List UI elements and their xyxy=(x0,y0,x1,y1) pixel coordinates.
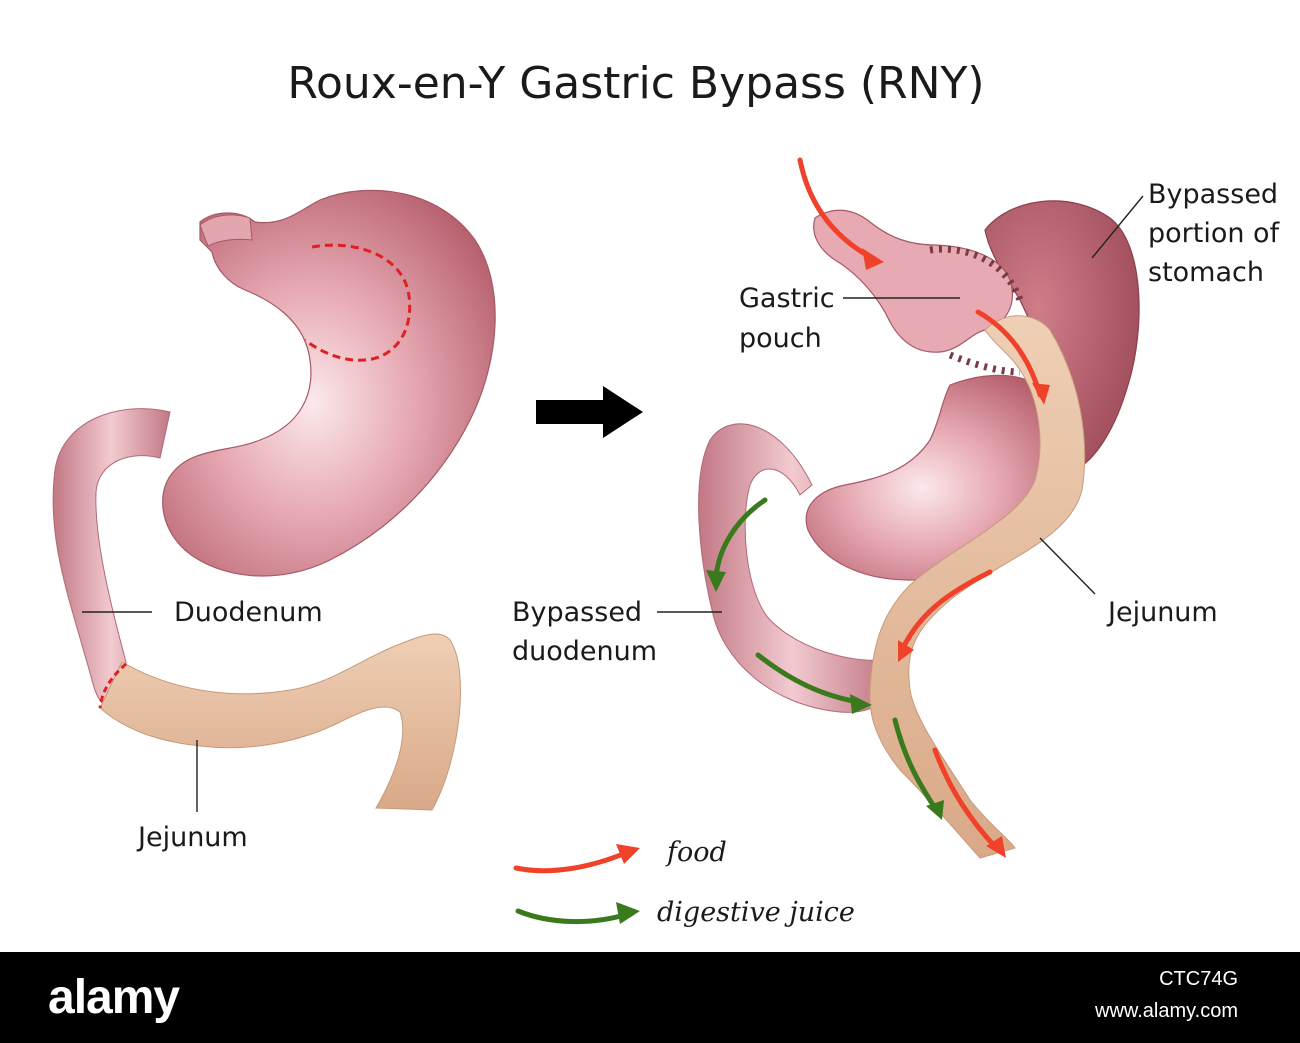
juice-arrowhead-3 xyxy=(926,800,944,820)
site-url: www.alamy.com xyxy=(1095,1000,1238,1022)
planned-pouch-cut-line xyxy=(304,243,412,362)
juice-arrow-3 xyxy=(892,717,938,811)
bypassed-duodenum-label-line1: Bypassed xyxy=(512,597,642,628)
gastric-pouch-label-line2: pouch xyxy=(739,323,822,354)
juice-arrowhead-1 xyxy=(706,570,726,592)
legend-food-arrowhead xyxy=(616,844,640,864)
legend-juice-label: digestive juice xyxy=(657,897,855,928)
juice-arrow-1 xyxy=(713,497,768,581)
food-arrow-4 xyxy=(932,747,1001,853)
bypassed-stomach-portion xyxy=(984,200,1140,471)
legend-juice-arrowhead xyxy=(616,902,640,924)
food-arrowhead-3 xyxy=(898,640,914,662)
food-arrow-3 xyxy=(899,569,993,653)
legend-food-label: food xyxy=(665,837,727,868)
legend-juice-arrow xyxy=(515,908,631,925)
food-arrowhead-4 xyxy=(986,836,1006,858)
right-jejunum-label: Jejunum xyxy=(1106,597,1218,628)
left-stomach xyxy=(162,189,496,577)
bypassed-stomach-leader-line xyxy=(1091,195,1144,259)
image-id: CTC74G xyxy=(1159,968,1238,990)
bypassed-duodenum-label-line2: duodenum xyxy=(512,636,657,667)
bypass-illustration xyxy=(698,157,1140,859)
left-esophagus xyxy=(199,214,253,247)
juice-arrowhead-2 xyxy=(850,694,872,714)
gastric-bypass-diagram: Roux-en-Y Gastric Bypass (RNY) Duodenum … xyxy=(52,58,1281,928)
food-arrowhead-2 xyxy=(1032,383,1050,405)
bypassed-stomach-label-line2: portion of xyxy=(1148,218,1281,249)
bypassed-stomach-label-line3: stomach xyxy=(1148,257,1264,288)
gastric-pouch xyxy=(813,209,1013,353)
left-duodenum-label: Duodenum xyxy=(174,597,323,628)
bypass-staple-line xyxy=(948,351,1021,376)
diagram-title: Roux-en-Y Gastric Bypass (RNY) xyxy=(287,58,984,109)
food-arrowheads xyxy=(862,248,1050,858)
legend: food digestive juice xyxy=(513,837,855,928)
diagram-area: Roux-en-Y Gastric Bypass (RNY) Duodenum … xyxy=(52,58,1281,928)
roux-limb-jejunum xyxy=(869,315,1086,859)
left-jejunum-tube xyxy=(99,633,461,811)
bypassed-stomach-label-line1: Bypassed xyxy=(1148,179,1278,210)
juice-flow-arrows xyxy=(713,497,938,811)
gastric-pouch-label-line1: Gastric xyxy=(739,283,835,314)
alamy-watermark-logo: alamy xyxy=(48,971,180,1024)
right-jejunum-leader-line xyxy=(1039,537,1096,595)
normal-stomach-illustration xyxy=(52,189,496,811)
left-duodenum-tube xyxy=(52,408,171,709)
duodenum-jejunum-junction-line xyxy=(98,662,127,709)
pouch-staple-line xyxy=(929,245,1024,302)
juice-arrow-2 xyxy=(755,652,861,705)
stock-photo-footer: alamy CTC74G www.alamy.com xyxy=(0,952,1300,1043)
left-jejunum-label: Jejunum xyxy=(136,822,248,853)
juice-arrowheads xyxy=(706,570,944,820)
transition-arrow-icon xyxy=(536,386,643,438)
food-arrow-1 xyxy=(797,157,875,261)
food-arrowhead-1 xyxy=(862,248,884,270)
legend-food-arrow xyxy=(513,849,631,874)
